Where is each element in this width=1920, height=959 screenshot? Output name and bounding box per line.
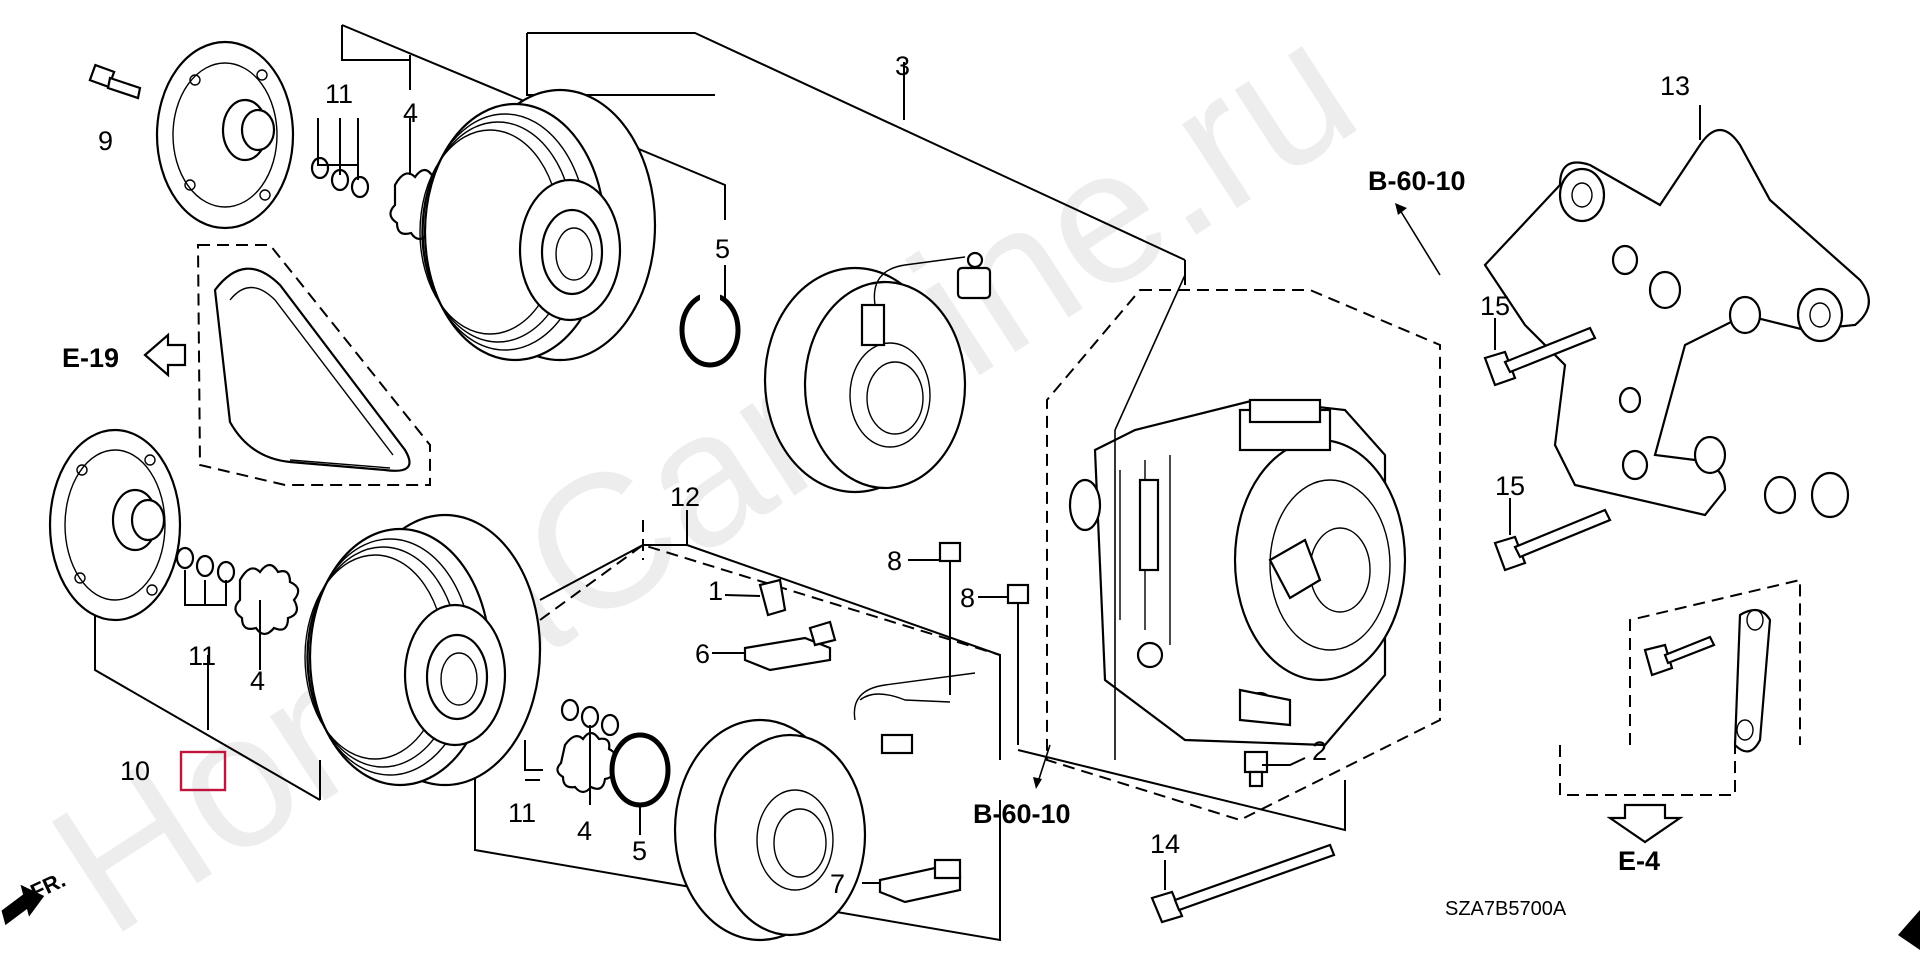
callout-15-lower: 15	[1495, 471, 1525, 501]
callout-14: 14	[1150, 829, 1180, 859]
callout-7: 7	[830, 869, 845, 899]
callout-4-mid: 4	[250, 666, 265, 696]
front-indicator: FR.	[1, 867, 69, 926]
ref-e-4[interactable]: E-4	[1618, 846, 1660, 876]
callout-15-upper: 15	[1480, 291, 1510, 321]
circlip-5-lower[interactable]	[609, 732, 671, 808]
clutch-plate-lower[interactable]	[48, 428, 182, 622]
snap-ring-4-lower[interactable]	[234, 563, 300, 636]
shims-11-bottom[interactable]	[560, 698, 620, 737]
highlight-box-10[interactable]	[179, 750, 227, 792]
circlip-5-upper[interactable]	[679, 292, 741, 368]
callout-11-mid: 11	[188, 641, 216, 671]
bolt-15-upper[interactable]	[1483, 326, 1597, 387]
clutch-plate-upper[interactable]	[155, 40, 295, 230]
compressor-bracket-13[interactable]	[1483, 128, 1870, 519]
pulley-lower[interactable]	[304, 513, 542, 787]
callout-9: 9	[98, 126, 113, 156]
ref-e-19[interactable]: E-19	[62, 343, 119, 373]
arrow-edge-right	[1898, 910, 1920, 950]
bolt-8-right[interactable]	[1006, 583, 1030, 745]
shims-11-upper[interactable]	[310, 156, 370, 199]
compressor[interactable]	[1068, 398, 1407, 747]
callout-5-bottom: 5	[632, 836, 647, 866]
callout-1: 1	[708, 576, 723, 606]
compressor-stay[interactable]	[1733, 608, 1772, 753]
bolt-8-left[interactable]	[938, 541, 962, 695]
bracket-7[interactable]	[878, 858, 962, 904]
callout-2: 2	[1312, 736, 1327, 766]
arrow-b60-top	[1395, 203, 1441, 276]
group-outlines	[94, 24, 1346, 942]
drive-belt	[213, 267, 411, 472]
connector-1[interactable]	[758, 578, 787, 617]
callout-6: 6	[695, 639, 710, 669]
bolt-15-lower[interactable]	[1493, 508, 1612, 572]
bolt-2[interactable]	[1243, 750, 1269, 788]
pulley-upper[interactable]	[419, 88, 657, 362]
reference-labels[interactable]: B-60-10 B-60-10 E-19 E-4	[62, 166, 1660, 876]
dashed-boundaries	[196, 244, 1801, 822]
callout-4-top: 4	[403, 98, 418, 128]
field-coil-upper[interactable]	[763, 251, 992, 494]
callout-5-top: 5	[715, 234, 730, 264]
bolt-14[interactable]	[1150, 843, 1336, 924]
shims-11-lower[interactable]	[175, 546, 236, 584]
snap-ring-4-bottom[interactable]	[556, 731, 617, 794]
field-coil-lower[interactable]	[673, 672, 976, 942]
callout-13: 13	[1660, 71, 1690, 101]
callout-labels: 9 11 4 3 5 13 15 15 12 1 6 8 8 11 4 10 1…	[98, 51, 1690, 899]
bolt-stay[interactable]	[1643, 635, 1716, 677]
callout-3: 3	[895, 51, 910, 81]
ref-b-60-10-bottom[interactable]: B-60-10	[973, 799, 1071, 829]
callout-10: 10	[120, 756, 150, 786]
ref-b-60-10-top[interactable]: B-60-10	[1368, 166, 1466, 196]
arrow-e4	[1606, 803, 1684, 844]
arrow-b60-bottom	[1033, 744, 1051, 789]
callout-8-left: 8	[887, 546, 902, 576]
leader-lines	[184, 105, 1701, 890]
diagram-code: SZA7B5700A	[1445, 898, 1567, 920]
callout-11-bottom: 11	[508, 798, 536, 828]
bracket-6[interactable]	[743, 620, 837, 672]
bolt-9[interactable]	[88, 63, 142, 100]
callout-11-top: 11	[325, 79, 353, 109]
arrow-e19	[143, 332, 187, 378]
callout-4-bottom: 4	[577, 816, 592, 846]
callout-8-right: 8	[960, 583, 975, 613]
callout-12: 12	[670, 482, 700, 512]
